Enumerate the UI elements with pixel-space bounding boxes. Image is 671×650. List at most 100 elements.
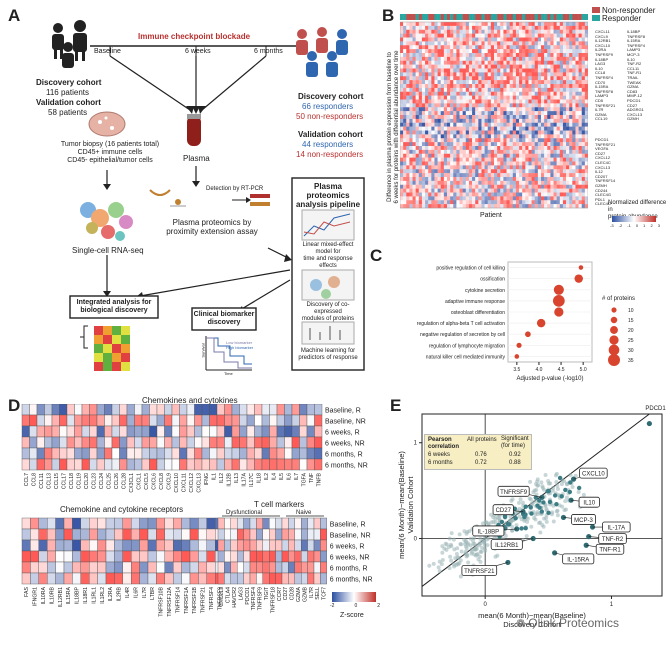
heatmap-cell [525,53,529,58]
heatmap-cell [468,196,473,201]
heatmap-cell [515,126,520,131]
heatmap-cell [440,37,445,42]
heatmap-cell [566,37,570,42]
heatmap-cell [541,196,545,201]
heatmap-cell [550,115,554,120]
heatmap-cell [415,177,419,182]
heatmap-cell [556,115,560,120]
heatmap-cell [443,192,448,197]
zscore-cell [239,458,248,471]
heatmap-cell [584,165,588,170]
heatmap-cell [468,161,473,166]
heatmap-cell [481,122,485,127]
zscore-cell [246,414,255,427]
heatmap-cell [541,184,545,189]
heatmap-cell [541,188,545,193]
heatmap-cell [544,107,548,112]
heatmap-cell [434,188,438,193]
heatmap-cell [525,192,529,197]
heatmap-cell [525,60,529,65]
zscore-cell [239,414,248,427]
heatmap-cell [440,95,445,100]
heatmap-cell [566,146,570,151]
heatmap-cell [584,80,588,85]
protein-point [531,490,536,495]
heatmap-cell [562,76,567,81]
heatmap-cell [462,95,466,100]
heatmap-cell [569,111,573,116]
heatmap-cell [525,138,529,143]
heatmap-cell [484,134,488,139]
protein-point [551,519,556,524]
heatmap-cell [559,80,564,85]
heatmap-cell [556,169,560,174]
zscore-cell [224,528,231,541]
heatmap-cell [481,153,485,158]
zscore-cell [156,517,165,530]
heatmap-cell [462,37,466,42]
heatmap-cell [528,99,532,104]
heatmap-cell [512,157,517,162]
labeled-proteins: PDCD1CXCL10TNFRSF9CD27IL10MCP-3IL-17AIL-… [461,406,666,576]
heatmap-cell [578,37,582,42]
heatmap-cell [566,118,570,123]
heatmap-cell [428,91,432,96]
heatmap-cell [447,173,451,178]
heatmap-cell [415,161,419,166]
zscore-cell [156,528,165,541]
heatmap-cell [531,53,535,58]
heatmap-cell [478,111,482,116]
heatmap-cell [443,180,448,185]
heatmap-cell [575,95,579,100]
heatmap-cell [412,161,416,166]
heatmap-cell [500,41,504,46]
heatmap-cell [462,87,466,92]
heatmap-cell [575,173,579,178]
heatmap-cell [431,49,435,54]
heatmap-cell [475,68,479,73]
heatmap-cell [428,64,432,69]
zscore-cell [171,425,180,438]
heatmap-cell [447,56,451,61]
heatmap-cell [472,204,476,209]
zscore-cell [172,517,182,530]
heatmap-cell [465,153,470,158]
status-cell [578,14,582,20]
legend-label: 35 [628,358,634,364]
heatmap-cell [509,95,513,100]
heatmap-cell [581,115,586,120]
heatmap-cell [418,37,423,42]
heatmap-cell [562,196,567,201]
heatmap-cell [556,45,560,50]
zscore-cell [217,517,225,530]
heatmap-cell [484,130,488,135]
heatmap-cell [578,146,582,151]
zscore-cell [114,528,124,541]
status-cell [431,14,435,20]
heatmap-cell [484,87,488,92]
heatmap-cell [515,134,520,139]
zscore-cell [239,425,248,438]
heatmap-cell [468,177,473,182]
protein-point [535,483,540,488]
heatmap-cell [453,146,457,151]
heatmap-cell [562,60,567,65]
heatmap-cell [566,45,570,50]
heatmap-cell [428,153,432,158]
zscore-cell [307,572,315,585]
heatmap-cell [553,87,557,92]
heatmap-cell [481,173,485,178]
heatmap-cell [550,80,554,85]
zscore-cell [139,528,149,541]
heatmap-cell [584,91,588,96]
heatmap-cell [500,22,504,27]
heatmap-cell [421,149,426,154]
heatmap-cell [572,56,576,61]
heatmap-cell [562,49,567,54]
heatmap-cell [409,188,413,193]
protein-point [469,551,474,556]
heatmap-cell [481,118,485,123]
heatmap-cell [412,204,416,209]
heatmap-cell [569,177,573,182]
heatmap-cell [447,200,451,205]
